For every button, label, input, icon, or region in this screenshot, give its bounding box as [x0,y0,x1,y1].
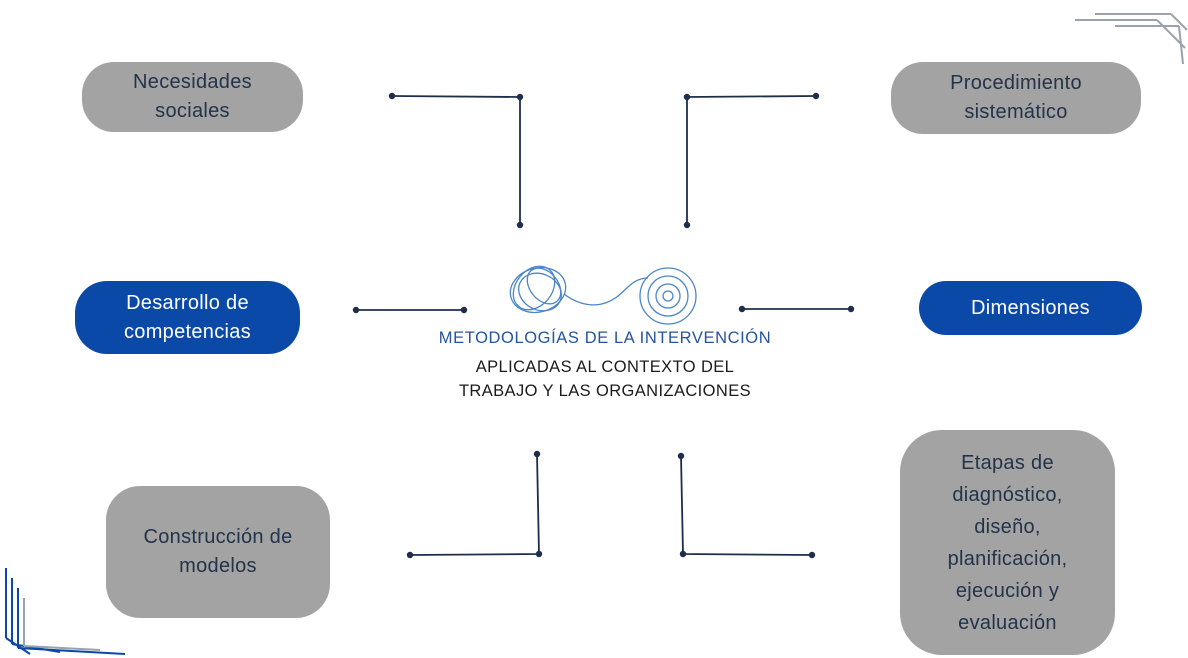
node-label: Desarrollo de competencias [124,291,251,343]
node-etapas: Etapas de diagnóstico, diseño, planifica… [900,430,1115,655]
node-label: Dimensiones [971,296,1090,319]
connector-top-right [686,95,817,225]
connector-bottom-right [680,455,813,556]
node-dimensiones: Dimensiones [919,281,1142,335]
node-desarrollo-competencias: Desarrollo de competencias [75,281,300,354]
node-label: Construcción de modelos [143,526,293,577]
node-construccion-modelos: Construcción de modelos [106,486,330,618]
node-necesidades-sociales: Necesidades sociales [82,62,303,132]
node-label: Necesidades sociales [133,71,252,122]
center-title: METODOLOGÍAS DE LA INTERVENCIÓN [438,329,772,347]
connector-bottom-left [409,453,540,556]
node-label: Etapas de diagnóstico, diseño, planifica… [947,451,1068,634]
corner-decoration-bottom-left [5,568,126,655]
center-subtitle: APLICADAS AL CONTEXTO DEL TRABAJO Y LAS … [458,358,752,400]
node-procedimiento-sistematico: Procedimiento sistemático [891,62,1141,134]
connector-top-left [391,95,521,225]
spiral-logo-icon [509,265,697,325]
corner-decoration-top-right [1075,13,1188,65]
node-label: Procedimiento sistemático [950,72,1082,123]
